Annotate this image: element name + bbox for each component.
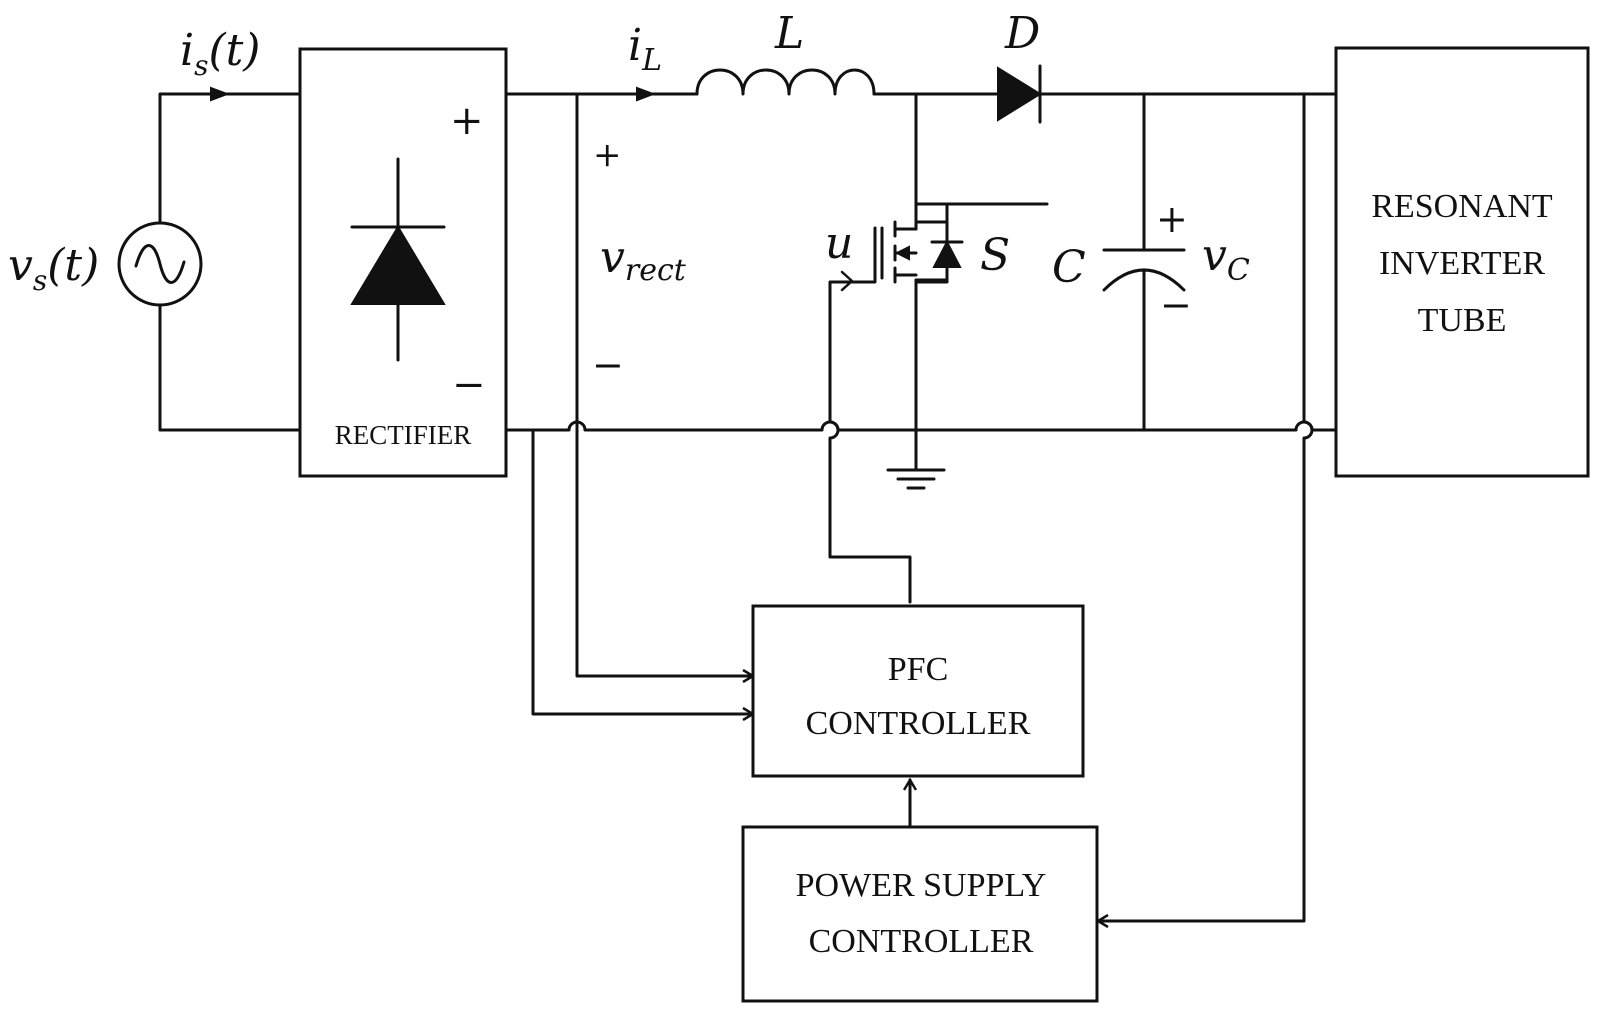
capacitor-voltage-label: vC <box>1202 230 1250 288</box>
top-rail <box>504 86 1338 102</box>
resonant-inverter-label-line3: TUBE <box>1418 302 1507 339</box>
source-current-arrow <box>210 86 230 102</box>
resonant-inverter-label-line2: INVERTER <box>1379 245 1545 282</box>
output-sense-line <box>1098 92 1314 921</box>
source-voltage-label: vs(t) <box>8 240 99 297</box>
ac-source-wiring <box>158 86 302 432</box>
bottom-rail <box>504 420 1338 432</box>
vrect-sense-line <box>575 92 753 676</box>
resonant-inverter-label-line1: RESONANT <box>1371 188 1553 225</box>
power-supply-controller-box <box>741 825 1099 1003</box>
pfc-controller-label-line1: PFC <box>888 651 949 688</box>
vrect-plus: + <box>593 135 622 175</box>
rectifier-box <box>298 47 508 478</box>
inductor-current-arrow <box>636 86 656 102</box>
capacitor-minus: − <box>1160 283 1192 327</box>
power-supply-controller-label-line2: CONTROLLER <box>809 923 1034 960</box>
power-supply-controller-label-line1: POWER SUPPLY <box>796 867 1047 904</box>
capacitor-label: C <box>1052 242 1086 293</box>
gate-drive-line <box>828 226 912 604</box>
resonant-inverter-box <box>1334 46 1590 478</box>
inductor-current-label: iL <box>628 20 662 78</box>
capacitor-plus: + <box>1156 197 1188 241</box>
vrect-label: vrect <box>600 232 687 288</box>
rectifier-diode-icon <box>350 157 446 362</box>
inductor-icon <box>695 68 876 96</box>
source-current-label: is(t) <box>180 25 260 82</box>
switch-label: S <box>980 230 1010 281</box>
mosfet-switch-icon <box>880 92 1049 470</box>
pfc-controller-label-line2: CONTROLLER <box>806 705 1031 742</box>
ground-icon <box>886 468 946 490</box>
diode-label: D <box>1004 8 1040 59</box>
gate-arrow <box>840 270 854 292</box>
inductor-label: L <box>774 8 804 59</box>
vrect-minus: − <box>592 343 624 387</box>
rectifier-label: RECTIFIER <box>335 420 472 450</box>
diode-icon <box>997 64 1042 124</box>
mosfet-body-fix <box>914 202 949 284</box>
current-sense-line <box>531 428 753 714</box>
rectifier-minus: − <box>452 362 486 408</box>
capacitor-icon <box>1102 92 1186 432</box>
pfc-controller-box <box>751 604 1085 778</box>
ac-source-icon <box>117 221 203 307</box>
rectifier-plus: + <box>450 98 484 144</box>
gate-label: u <box>825 218 853 269</box>
